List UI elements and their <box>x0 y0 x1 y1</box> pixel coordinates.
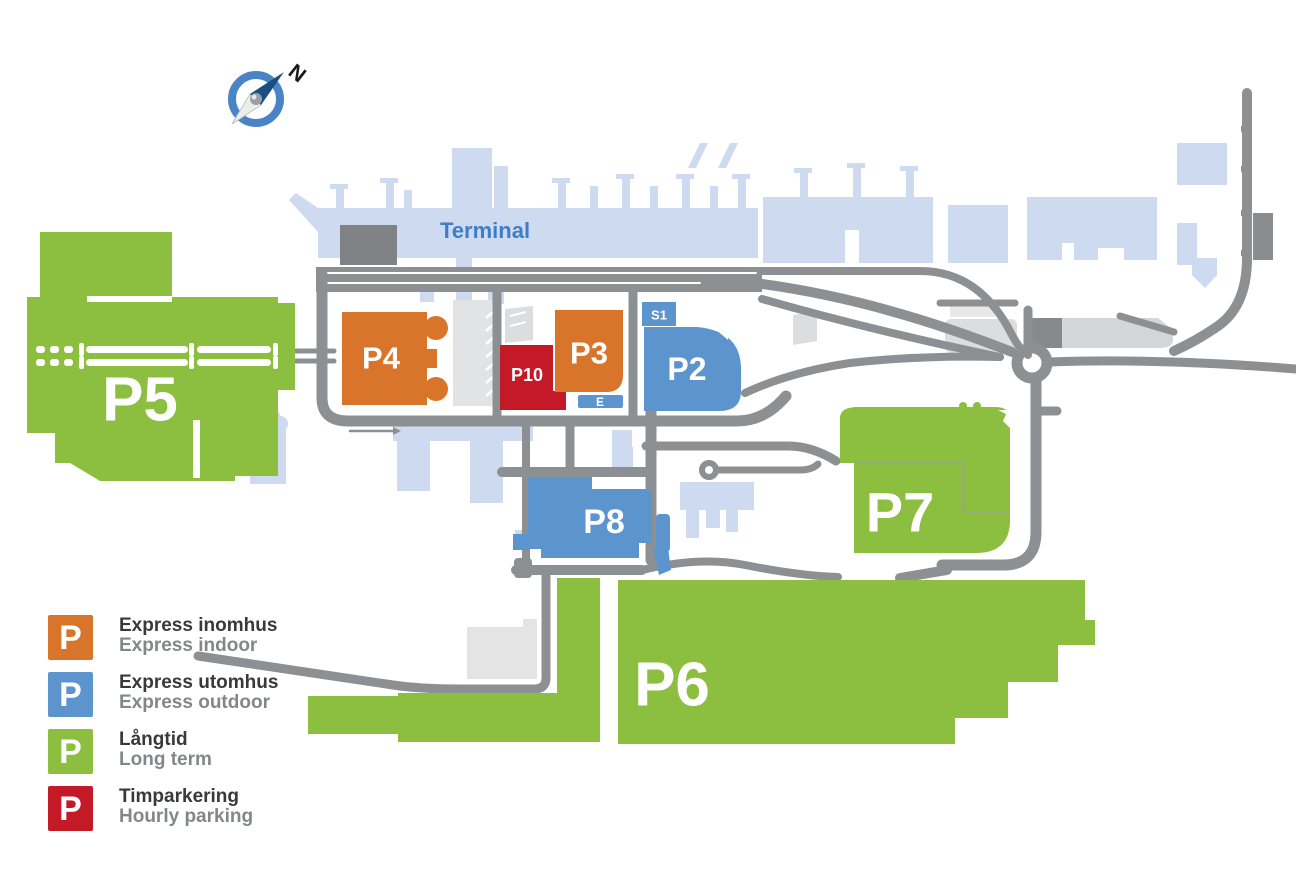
legend-title: Express utomhus <box>119 672 279 693</box>
p4-label: P4 <box>362 341 401 376</box>
p3-label: P3 <box>570 336 608 371</box>
parking-symbol: P <box>59 618 82 657</box>
parking-lot-p7[interactable]: P7 <box>840 402 1010 553</box>
legend-item-express-indoor: P Express inomhus Express indoor <box>48 615 278 660</box>
parking-lot-e[interactable]: E <box>578 395 623 409</box>
p5-label: P5 <box>102 366 178 435</box>
gray-light-buildings <box>453 300 1173 679</box>
compass: N <box>228 60 310 127</box>
parking-lot-p5[interactable]: P5 <box>27 232 295 481</box>
parking-lot-p10[interactable]: P10 <box>500 345 566 410</box>
legend-item-hourly-parking: P Timparkering Hourly parking <box>48 786 278 831</box>
legend-title: Timparkering <box>119 786 240 807</box>
legend-subtitle: Long term <box>119 749 212 770</box>
parking-lot-p8[interactable]: P8 <box>513 477 671 575</box>
p10-label: P10 <box>511 365 543 385</box>
legend-subtitle: Hourly parking <box>119 806 254 827</box>
terminal-label: Terminal <box>440 218 530 243</box>
p8-label: P8 <box>583 503 625 541</box>
parking-lot-p2[interactable]: P2 <box>644 327 741 411</box>
parking-lot-p3[interactable]: P3 <box>555 310 623 392</box>
parking-icon-long-term: P <box>48 729 93 774</box>
compass-north-label: N <box>284 60 310 87</box>
legend-item-long-term: P Långtid Long term <box>48 729 278 774</box>
legend-subtitle: Express outdoor <box>119 692 270 713</box>
building-notches <box>845 230 1124 263</box>
parking-symbol: P <box>59 789 82 828</box>
parking-icon-express-outdoor: P <box>48 672 93 717</box>
roads <box>193 88 1296 694</box>
parking-icon-hourly: P <box>48 786 93 831</box>
parking-lot-p4[interactable]: P4 <box>342 312 448 405</box>
p5-lane-markings <box>36 296 278 478</box>
parking-lot-p6[interactable]: P6 <box>308 578 1095 744</box>
compass-hub <box>250 93 262 105</box>
s1-label: S1 <box>651 308 667 323</box>
compass-ring <box>228 71 284 127</box>
legend-item-express-outdoor: P Express utomhus Express outdoor <box>48 672 278 717</box>
legend-title: Långtid <box>119 729 188 750</box>
parking-lot-s1[interactable]: S1 <box>642 302 676 326</box>
gray-dark-buildings <box>340 213 1273 265</box>
e-label: E <box>596 395 604 409</box>
p6-label: P6 <box>634 651 710 720</box>
p2-label: P2 <box>667 351 706 387</box>
parking-symbol: P <box>59 675 82 714</box>
p7-section-lines <box>854 462 1010 513</box>
p7-label: P7 <box>866 481 935 544</box>
legend-title: Express inomhus <box>119 615 278 636</box>
legend: P Express inomhus Express indoor P Expre… <box>48 615 278 843</box>
legend-subtitle: Express indoor <box>119 635 258 656</box>
parking-symbol: P <box>59 732 82 771</box>
parking-icon-express-indoor: P <box>48 615 93 660</box>
